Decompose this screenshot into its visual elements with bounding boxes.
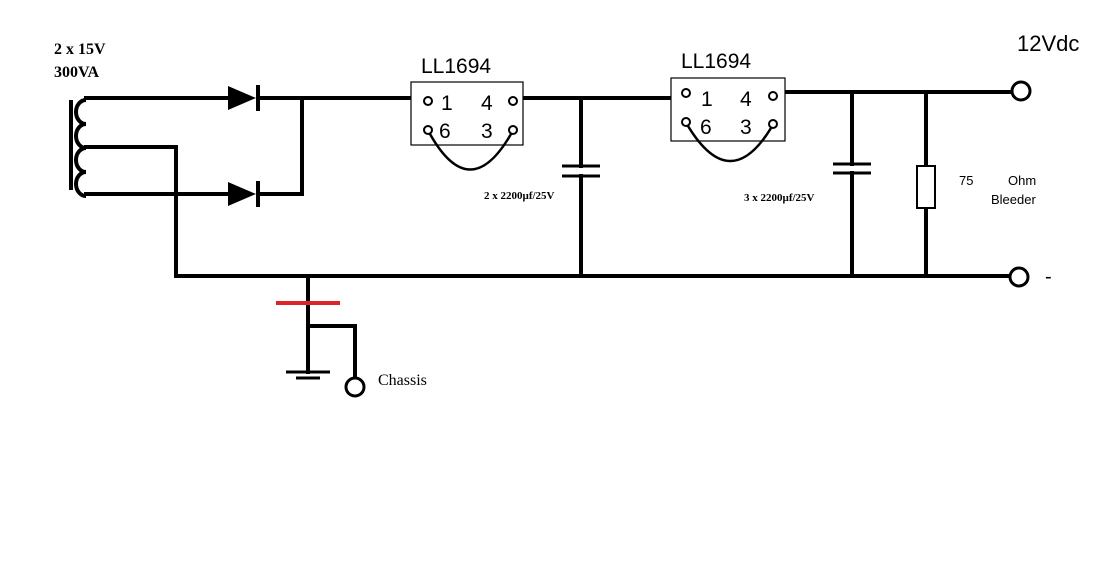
chassis-terminal — [344, 376, 366, 398]
choke-2-pin-3: 3 — [740, 116, 752, 139]
diode-top — [228, 85, 260, 111]
choke-2-pin-1-terminal — [681, 88, 691, 98]
choke-1-pin-6: 6 — [439, 120, 451, 143]
choke-1-pin-1: 1 — [441, 92, 453, 115]
transformer: 2 x 15V 300VA — [54, 41, 106, 198]
diode-bottom-body — [228, 182, 256, 206]
choke-2-pin-1: 1 — [701, 88, 713, 111]
choke-2-link — [686, 125, 773, 163]
capacitor-2-label: 3 x 2200µf/25V — [744, 192, 815, 204]
choke-1: LL1694 1 4 6 3 — [410, 55, 524, 171]
choke-1-link — [428, 133, 513, 171]
choke-1-pin-4-terminal — [508, 96, 518, 106]
choke-2-pin-4-terminal — [768, 91, 778, 101]
diode-bottom — [228, 181, 260, 207]
choke-2-pin-6-terminal — [681, 117, 691, 127]
bleeder-resistor-body — [916, 165, 936, 209]
transformer-voltage-label: 2 x 15V — [54, 41, 106, 58]
output-negative-terminal — [1008, 266, 1030, 288]
bleeder-resistor: 75 Ohm Bleeder — [916, 165, 1036, 209]
choke-2-pin-4: 4 — [740, 88, 752, 111]
bleeder-name: Bleeder — [991, 192, 1036, 207]
ground-section: Chassis — [276, 301, 427, 398]
wires — [84, 90, 1014, 379]
choke-1-pin-3: 3 — [481, 120, 493, 143]
bleeder-unit: Ohm — [1008, 173, 1036, 188]
output-negative-label: - — [1045, 266, 1052, 288]
capacitor-1: 2 x 2200µf/25V — [484, 164, 600, 202]
output-positive-label: 12Vdc — [1017, 31, 1079, 56]
choke-1-name: LL1694 — [421, 55, 491, 78]
capacitor-2: 3 x 2200µf/25V — [744, 162, 871, 204]
transformer-power-label: 300VA — [54, 64, 99, 81]
diode-top-body — [228, 86, 256, 110]
choke-2-pin-3-terminal — [768, 119, 778, 129]
choke-1-pin-3-terminal — [508, 125, 518, 135]
choke-2-name: LL1694 — [681, 50, 751, 73]
output-positive-terminal — [1010, 80, 1032, 102]
choke-2-pin-6: 6 — [700, 116, 712, 139]
choke-1-pin-4: 4 — [481, 92, 493, 115]
choke-1-pin-1-terminal — [423, 96, 433, 106]
choke-1-body — [410, 81, 524, 146]
bleeder-value: 75 — [959, 173, 973, 188]
choke-1-pin-6-terminal — [423, 125, 433, 135]
choke-2: LL1694 1 4 6 3 — [670, 50, 786, 163]
output-terminals: 12Vdc - — [1008, 31, 1079, 288]
chassis-label: Chassis — [378, 372, 427, 389]
capacitor-1-label: 2 x 2200µf/25V — [484, 190, 555, 202]
